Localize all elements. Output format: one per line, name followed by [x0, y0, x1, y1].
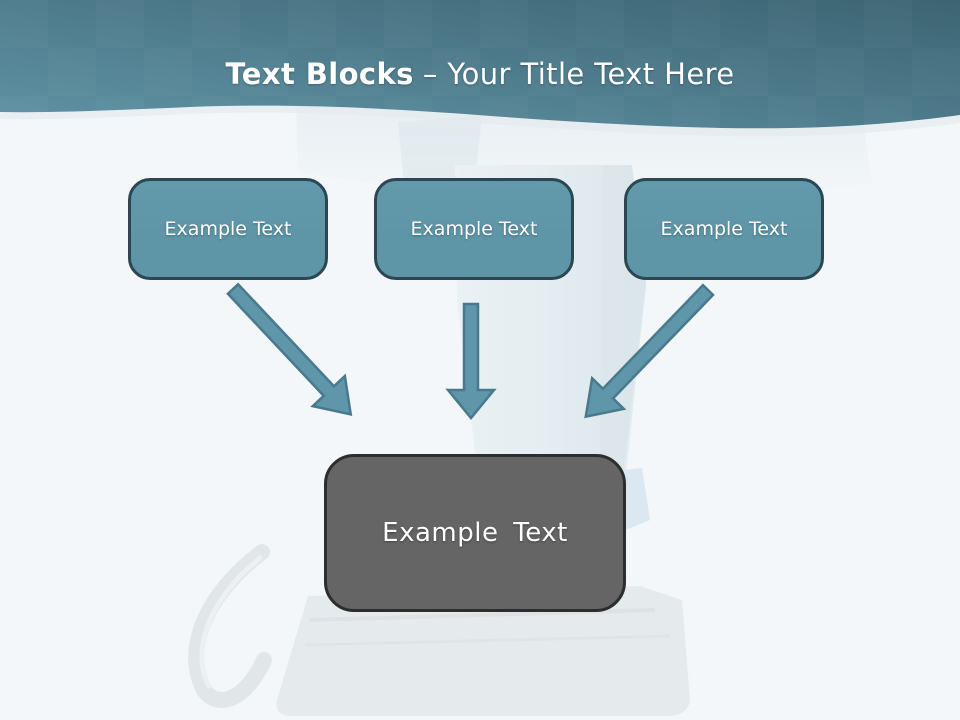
- title-topic-text: Text Blocks: [225, 57, 414, 91]
- text-block-2[interactable]: Example Text: [374, 178, 574, 280]
- drill-base-ridge: [304, 634, 671, 647]
- text-block-1-label: Example Text: [164, 218, 292, 240]
- slide-title[interactable]: Text Blocks– Your Title Text Here: [0, 55, 960, 93]
- header-underwave-shadow: [0, 105, 960, 137]
- center-text-block-label: Example Text: [382, 518, 568, 548]
- text-block-3-label: Example Text: [660, 218, 788, 240]
- arrow-down-left-icon[interactable]: [570, 275, 724, 432]
- center-text-block[interactable]: Example Text: [324, 454, 626, 612]
- text-block-1[interactable]: Example Text: [128, 178, 328, 280]
- text-block-3[interactable]: Example Text: [624, 178, 824, 280]
- drill-strap-highlight: [199, 555, 263, 689]
- text-block-2-label: Example Text: [410, 218, 538, 240]
- arrow-down-icon[interactable]: [445, 302, 497, 420]
- drill-strap-shape: [188, 544, 272, 708]
- title-subtitle-text: – Your Title Text Here: [422, 57, 735, 91]
- arrow-down-right-icon[interactable]: [217, 274, 367, 430]
- header-texture: [0, 0, 960, 129]
